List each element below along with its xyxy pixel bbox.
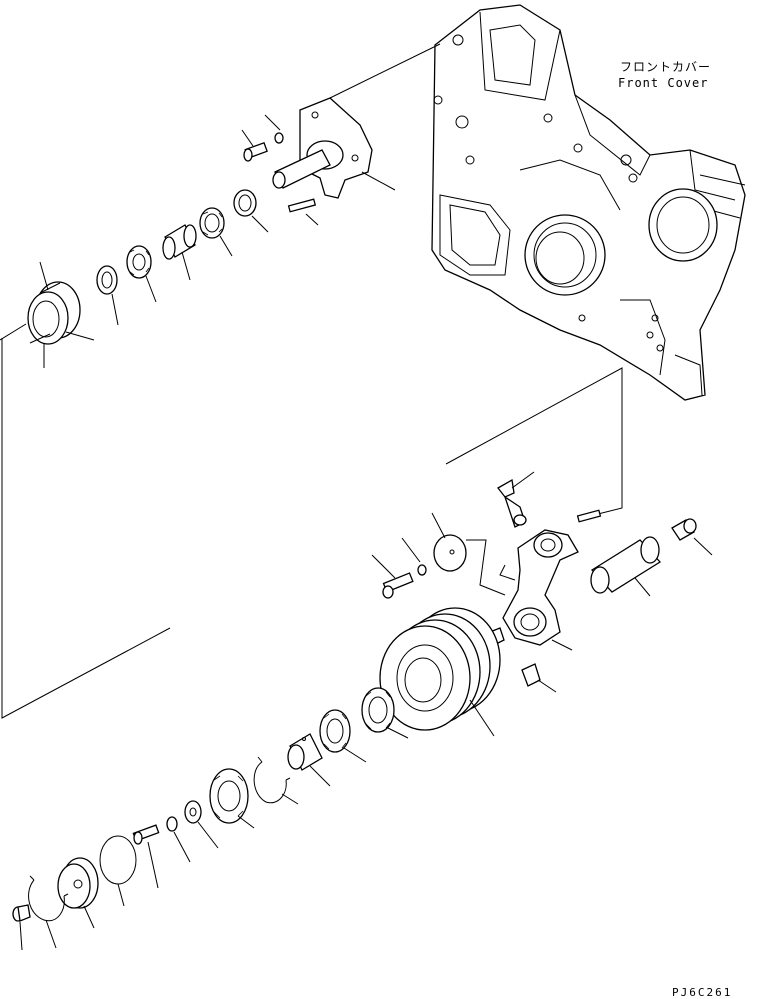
lower-bearing-a <box>361 687 395 733</box>
snap-ring-b-leader <box>45 919 57 949</box>
upper-ring <box>96 265 118 295</box>
tensioner-shaft <box>590 536 662 594</box>
arm-leader <box>551 639 573 651</box>
lower-bolt <box>382 572 414 599</box>
lower-bolt-leader <box>371 554 396 579</box>
assembly-frame-lines <box>1 338 623 719</box>
o-ring-leader <box>117 883 125 907</box>
lower-disc-plate <box>433 534 467 572</box>
bolt-small-leader <box>147 841 159 889</box>
front-cover-label-jp: フロントカバー <box>620 60 711 74</box>
washer-small-leader <box>173 831 191 863</box>
upper-roller-bearing-b <box>126 245 152 279</box>
drawing-code: PJ6C261 <box>672 986 732 999</box>
upper-leader-lines <box>0 43 441 368</box>
bracket-link-line <box>466 539 506 596</box>
lower-bearing-b <box>319 709 351 753</box>
front-cover-label-en: Front Cover <box>618 76 708 90</box>
end-screw-leader <box>19 921 23 951</box>
bushing-leader <box>309 765 331 787</box>
end-cap <box>57 857 99 909</box>
lower-ring-small <box>184 800 202 824</box>
upper-pulley <box>27 281 81 345</box>
disc-leader <box>431 512 446 539</box>
grooved-pulley <box>379 607 501 731</box>
upper-washer <box>274 132 284 144</box>
pulley-leader <box>469 699 495 737</box>
grease-fitting-leader <box>511 471 535 489</box>
lower-bushing <box>287 733 323 771</box>
upper-roller-bearing-a <box>199 207 225 239</box>
snap-ring-b <box>28 875 69 922</box>
snap-ring-a-leader <box>281 793 299 805</box>
bearing-b-leader <box>343 747 367 763</box>
lower-bolt-small <box>132 824 160 845</box>
ring-small-leader <box>197 821 219 849</box>
bearing-c-leader <box>237 815 255 829</box>
shaft-leader <box>634 577 651 597</box>
lower-washer-leader <box>401 537 421 563</box>
lower-pin <box>576 509 602 523</box>
tensioner-arm <box>499 529 579 646</box>
lower-bearing-c <box>209 768 249 824</box>
lower-washer-small <box>166 816 178 832</box>
end-cap-leader <box>83 905 95 929</box>
front-cover-housing <box>431 4 746 401</box>
cap-leader <box>693 537 713 556</box>
shaft-end-cap <box>671 518 697 541</box>
bearing-a-leader <box>387 727 409 739</box>
plug-leader <box>537 679 557 693</box>
upper-pin <box>287 198 317 213</box>
o-ring <box>99 835 137 885</box>
upper-bracket <box>272 97 373 199</box>
grease-fitting <box>497 478 527 528</box>
snap-ring-a <box>253 756 291 804</box>
end-screw <box>12 904 31 922</box>
upper-bolt <box>243 141 268 162</box>
upper-seal-ring <box>233 189 257 217</box>
upper-bushing <box>162 224 197 260</box>
arm-plug <box>521 663 541 687</box>
lower-washer <box>417 564 427 576</box>
